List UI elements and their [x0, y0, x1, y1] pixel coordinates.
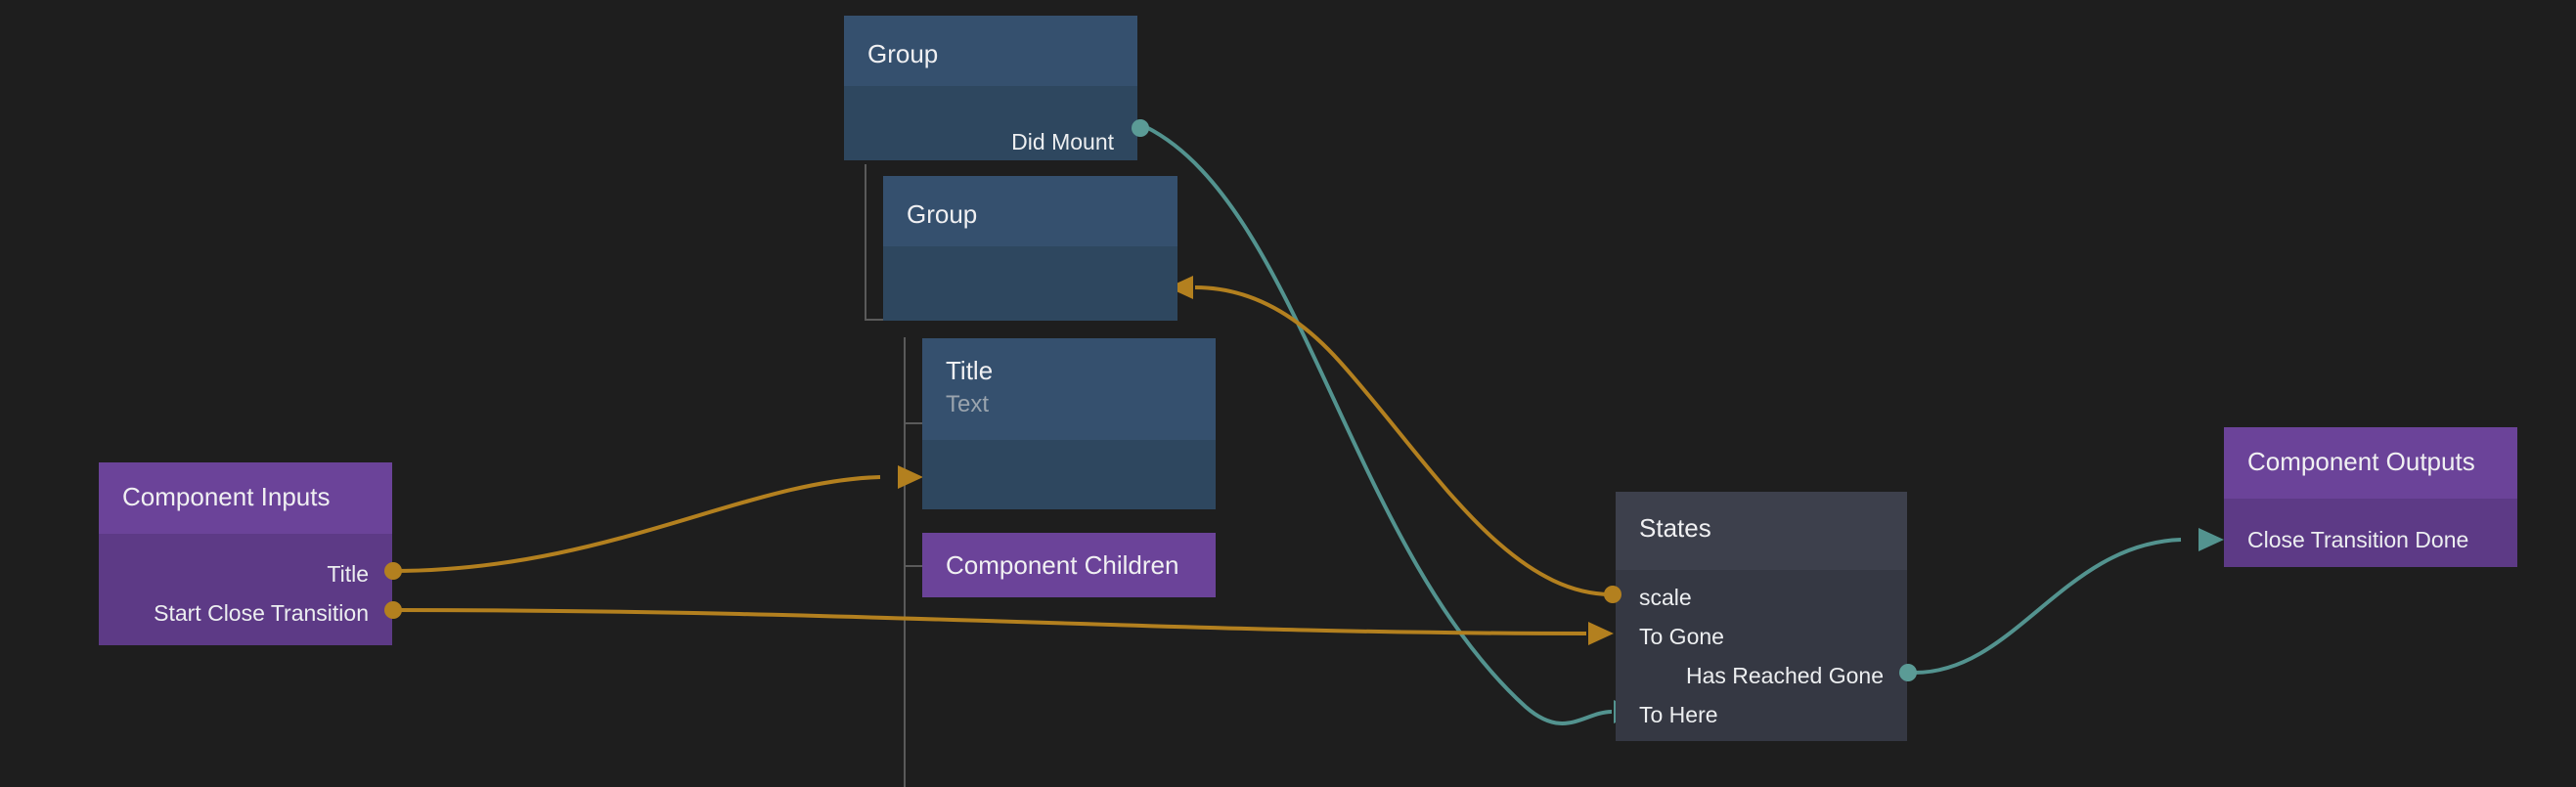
port-component-outputs-close-transition-done[interactable]: Close Transition Done [2247, 527, 2469, 552]
node-title-subtitle: Text [946, 391, 990, 417]
node-states-header-band [1616, 492, 1907, 570]
node-group-1[interactable]: Group Did Mount [844, 16, 1137, 160]
port-component-inputs-title[interactable]: Title [327, 561, 369, 587]
node-title-header-band [922, 338, 1216, 440]
port-states-to-gone[interactable]: To Gone [1639, 624, 1724, 649]
tree-line-vertical-2 [904, 337, 906, 787]
node-component-outputs-title: Component Outputs [2247, 447, 2475, 476]
node-component-inputs-header-band [99, 462, 392, 534]
node-title[interactable]: Title Text Text [922, 338, 1216, 509]
node-group-2-header-band [883, 176, 1177, 246]
node-title-title: Title [946, 356, 994, 385]
port-dot-states-has-reached-gone[interactable] [1899, 664, 1917, 681]
port-dot-states-scale[interactable] [1604, 586, 1621, 603]
port-states-has-reached-gone[interactable]: Has Reached Gone [1685, 663, 1884, 688]
node-states-title: States [1639, 513, 1711, 543]
port-dot-inputs-start-close-transition[interactable] [384, 601, 402, 619]
port-dot-inputs-title[interactable] [384, 562, 402, 580]
port-states-scale[interactable]: scale [1639, 585, 1692, 610]
tree-line-vertical-1 [865, 164, 866, 321]
node-component-inputs[interactable]: Component Inputs Title Start Close Trans… [99, 462, 392, 645]
node-group-1-header-band [844, 16, 1137, 86]
tree-line-horizontal-1 [865, 319, 886, 321]
port-group-1-did-mount[interactable]: Did Mount [1011, 129, 1114, 154]
node-component-inputs-title: Component Inputs [122, 482, 331, 511]
node-group-2-title: Group [907, 199, 978, 229]
port-states-to-here[interactable]: To Here [1639, 702, 1718, 727]
tree-line-horizontal-2 [904, 422, 925, 424]
tree-line-horizontal-3 [904, 565, 925, 567]
node-component-children[interactable]: Component Children [922, 533, 1216, 597]
node-group-2[interactable]: Group Scale [883, 176, 1177, 321]
node-component-children-title: Component Children [946, 550, 1179, 580]
port-component-inputs-start-close-transition[interactable]: Start Close Transition [154, 600, 369, 626]
port-dot-did-mount[interactable] [1132, 119, 1149, 137]
node-component-outputs-header-band [2224, 427, 2517, 499]
node-group-1-title: Group [867, 39, 939, 68]
node-component-outputs[interactable]: Component Outputs Close Transition Done [2224, 427, 2517, 567]
node-states[interactable]: States scale To Gone Has Reached Gone To… [1616, 492, 1907, 741]
